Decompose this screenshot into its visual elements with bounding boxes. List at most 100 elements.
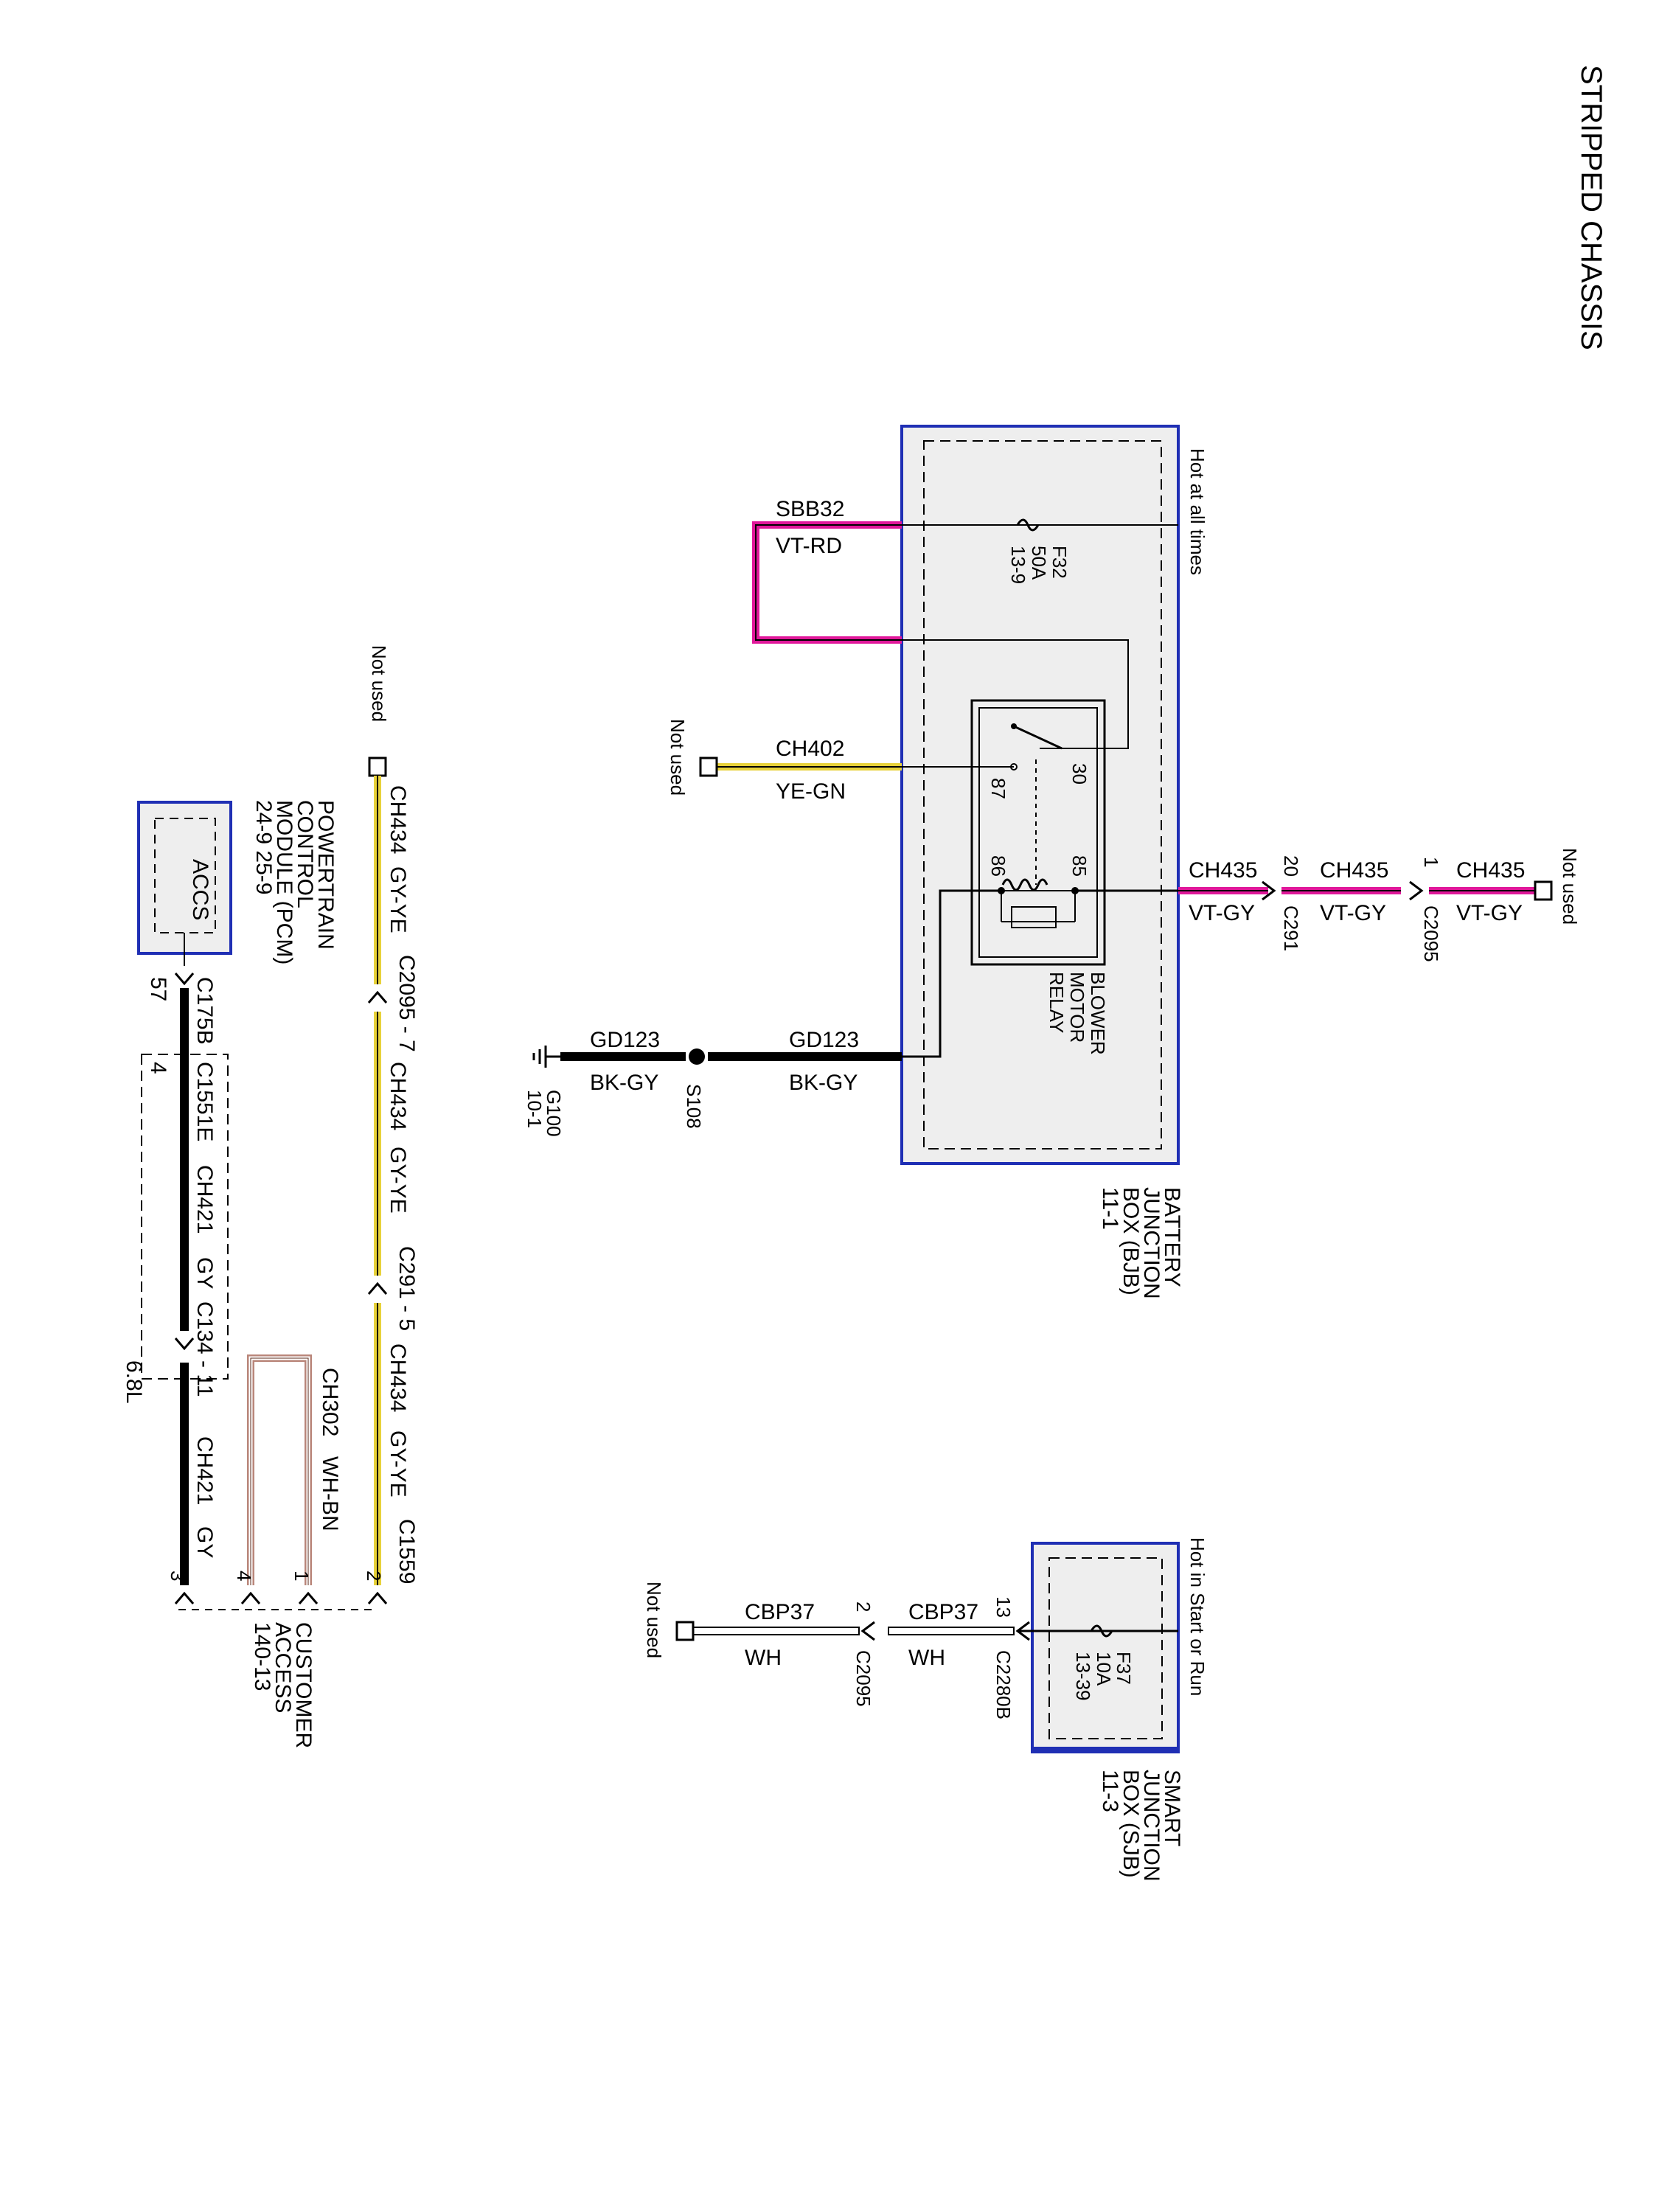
customer-pin-4: 4 [233,1571,255,1581]
fuse-f32-name: F32 [1048,546,1071,579]
connector-c175b-icon [174,973,195,986]
gd123-label-2: GD123 [590,1028,660,1052]
vt-gy-label-1: VT-GY [1189,901,1255,925]
relay-pin-85: 85 [1068,855,1091,877]
wire-ch302: CH302 WH-BN 1 4 [233,1354,342,1604]
bjb-outline [900,425,1180,1165]
not-used-label: Not used [643,1582,665,1658]
connector-c2095-icon [860,1621,875,1641]
vt-gy-label-2: VT-GY [1320,901,1386,925]
engine-option-box [141,1054,229,1380]
page-title: STRIPPED CHASSIS [1575,65,1607,350]
relay-coil-icon [1001,878,1048,891]
connector-customer-pin1-icon [298,1591,319,1604]
pcm-name-line1: POWERTRAIN [313,800,338,950]
gy-ye-label-3: GY-YE [386,1430,410,1498]
blower-motor-relay: 30 87 85 86 BLOWER MOTOR RELAY [970,699,1109,1055]
customer-pin-1: 1 [291,1571,313,1581]
ye-gn-label: YE-GN [776,779,846,804]
wire-ch421: C175B 57 C1551E 4 CH421 GY C134 - 11 CH4… [122,933,229,1604]
sjb-name-line1: SMART [1160,1770,1184,1846]
customer-access-line1: CUSTOMER [291,1622,316,1748]
sjb-outline [1031,1542,1180,1753]
ch421-label-1: CH421 [192,1165,217,1234]
c2280b-pin: 13 [992,1596,1015,1618]
wire-ch402: CH402 YE-GN Not used [667,719,902,804]
sjb-inner-outline [1048,1557,1163,1739]
ch421-label-2: CH421 [192,1436,217,1505]
connector-c134-11-icon [174,1338,195,1351]
fuse-f37-name: F37 [1113,1652,1135,1685]
not-used-label: Not used [1559,848,1581,925]
pcm-name-line3: MODULE (PCM) [272,800,296,964]
gy-ye-label-1: GY-YE [386,866,410,933]
c2095-wh-label: C2095 [852,1650,874,1707]
ch434-label-2: CH434 [386,1062,410,1130]
pcm-inner-outline [154,818,216,933]
ch435-label-2: CH435 [1320,858,1388,883]
c291-5-label: C291 - 5 [394,1246,419,1331]
c2095-wh-pin: 2 [852,1601,874,1612]
powertrain-control-module: ACCS POWERTRAIN CONTROL MODULE (PCM) 24-… [137,800,338,964]
fuse-f37-ref: 13-39 [1072,1652,1094,1701]
wire-ch434: Not used CH434 GY-YE CH434 GY-YE CH434 G… [363,645,419,1604]
not-used-label: Not used [368,645,390,722]
fuse-to-relay-wire [902,639,1129,749]
ground-g100-label: G100 [543,1090,565,1137]
connector-c291-icon [1262,880,1276,901]
bjb-ref: 11-1 [1098,1187,1122,1230]
ground-icon [532,1046,560,1068]
gd123-label-1: GD123 [789,1028,859,1052]
bjb-name-line1: BATTERY [1160,1187,1184,1287]
wire-sbb32: SBB32 VT-RD [752,497,902,644]
fuse-icon [1016,518,1040,532]
fuse-f32-rating: 50A [1028,546,1050,580]
splice-s108-icon [689,1048,705,1065]
bjb-name-line3: BOX (BJB) [1119,1187,1143,1295]
ch302-label: CH302 [318,1368,342,1436]
not-used-stub-icon [368,757,387,777]
vt-gy-label-3: VT-GY [1456,901,1523,925]
fuse-f32-ref: 13-9 [1007,546,1029,584]
wire-cbp37: CBP37 WH CBP37 WH 13 C2280B 2 C2095 Not … [643,1582,1030,1719]
c1559-pin-2: 2 [363,1571,385,1581]
bjb-inner-outline [923,440,1162,1150]
bjb-name-line2: JUNCTION [1139,1187,1164,1299]
gy-label-1: GY [192,1257,217,1289]
c291-label: C291 [1280,905,1302,951]
c2095-7-label: C2095 - 7 [394,955,419,1052]
c134-11-label: C134 - 11 [192,1301,217,1397]
cbp37-label-1: CBP37 [908,1600,978,1624]
wire-gd123: GD123 BK-GY GD123 BK-GY S108 G100 10-1 [524,1028,902,1137]
not-used-label: Not used [667,719,689,796]
wh-label-1: WH [908,1646,945,1670]
c2280b-label: C2280B [992,1650,1015,1719]
wire-ch435: CH435 VT-GY CH435 VT-GY CH435 VT-GY 20 C… [1178,848,1581,962]
relay-switch-arm [1013,725,1062,750]
battery-junction-box: Hot at all times F32 50A 13-9 30 87 85 8… [900,425,1208,1299]
bk-gy-label-1: BK-GY [789,1071,858,1095]
connector-c2280b-icon [1015,1621,1030,1641]
relay-name-line2: MOTOR [1066,972,1088,1043]
not-used-stub-icon [1534,880,1553,901]
c1559-label: C1559 [394,1519,419,1584]
customer-access-ref: 140-13 [250,1622,274,1691]
pcm-outline [137,801,232,955]
not-used-stub-icon [675,1621,695,1641]
gy-ye-label-2: GY-YE [386,1147,410,1214]
sbb32-label: SBB32 [776,497,844,521]
c2095-label: C2095 [1420,905,1442,962]
gy-label-2: GY [192,1526,217,1558]
connector-c2095-icon [1409,880,1424,901]
relay-diode-icon [1011,906,1057,928]
relay-pin-30: 30 [1068,763,1091,785]
ground-g100-ref: 10-1 [524,1090,546,1128]
connector-c2095-7-icon [367,990,388,1004]
relay-name-line1: BLOWER [1087,972,1109,1055]
sjb-hot-label: Hot in Start or Run [1186,1537,1208,1696]
ch434-label-1: CH434 [386,785,410,854]
not-used-stub-icon [699,757,718,777]
c2095-pin: 1 [1420,857,1442,867]
ch434-label-3: CH434 [386,1343,410,1412]
